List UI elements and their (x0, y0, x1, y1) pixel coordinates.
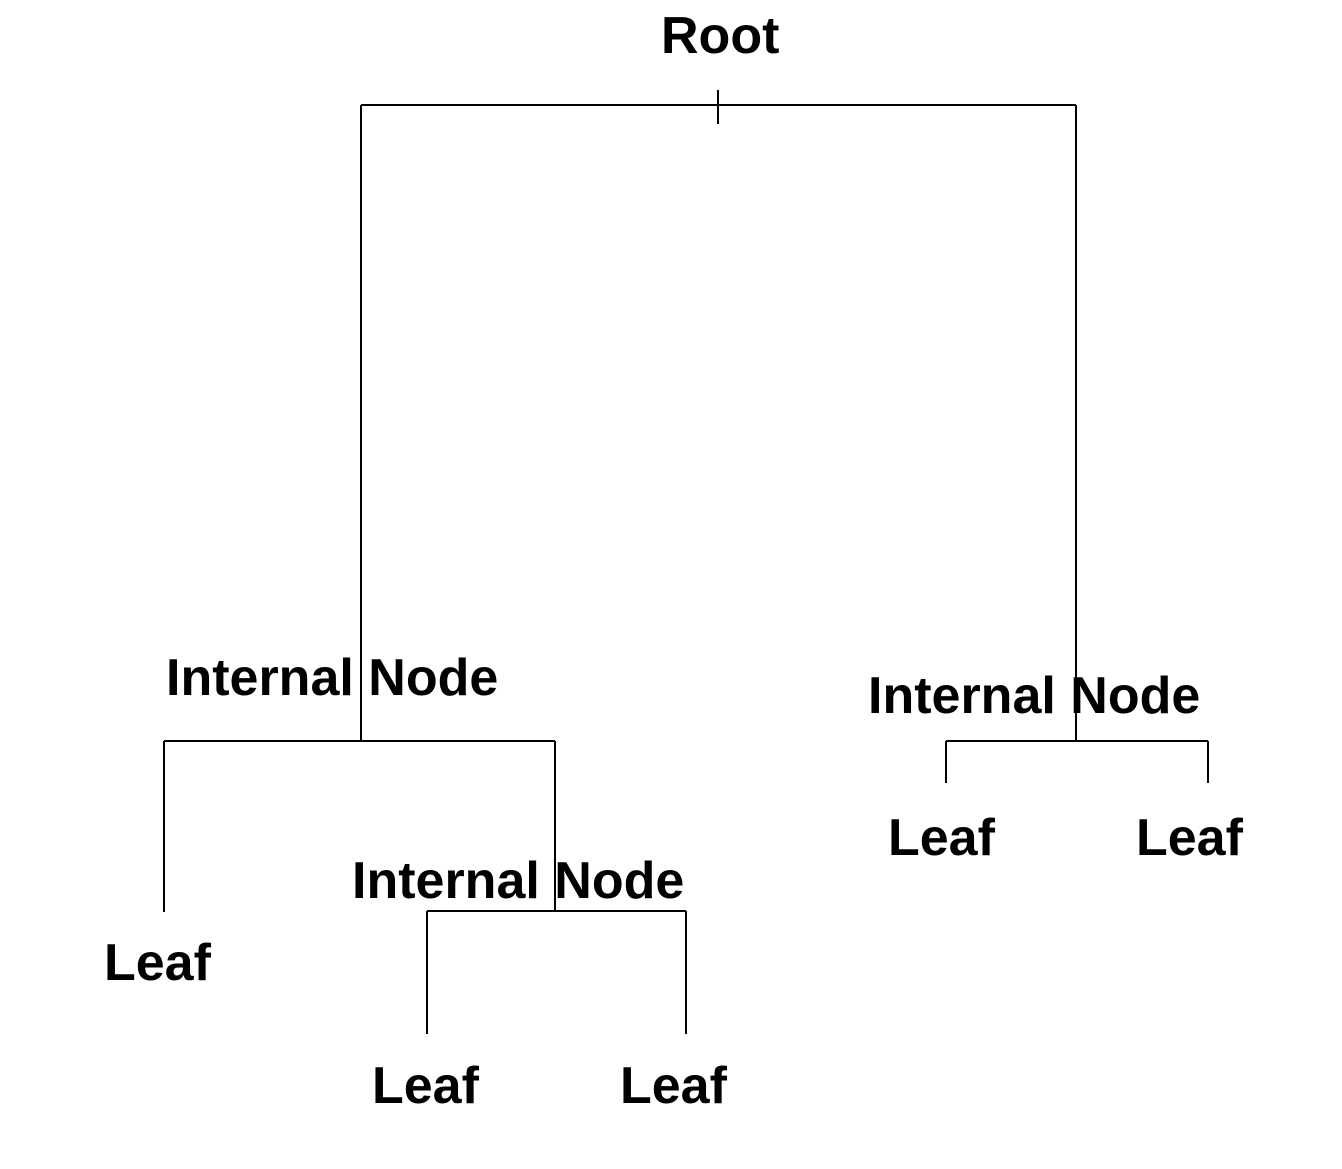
leaf-label-5: Leaf (1136, 809, 1243, 867)
leaf-label-1: Leaf (104, 934, 211, 992)
internal-node-left-label: Internal Node (166, 649, 499, 707)
leaf-label-3: Leaf (620, 1057, 727, 1115)
internal-node-right-label: Internal Node (868, 667, 1201, 725)
leaf-label-2: Leaf (372, 1057, 479, 1115)
leaf-label-4: Leaf (888, 809, 995, 867)
root-label: Root (661, 7, 780, 65)
internal-node-inner-label: Internal Node (352, 852, 685, 910)
